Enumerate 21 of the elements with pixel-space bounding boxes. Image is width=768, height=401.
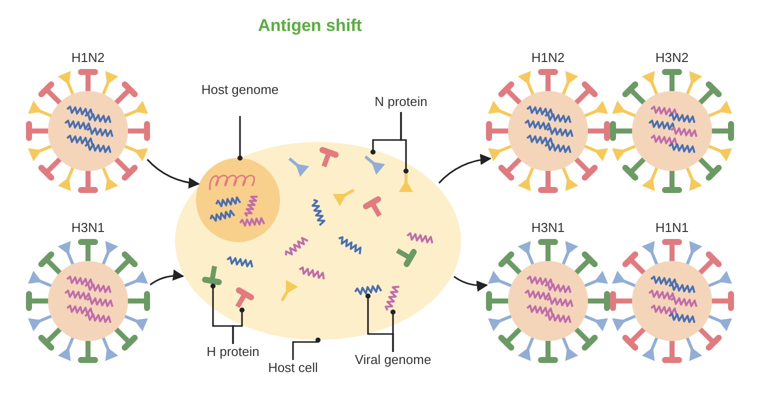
callout-label: Host cell	[267, 360, 319, 376]
callout-label: Host genome	[200, 82, 280, 98]
leader-line	[232, 307, 245, 344]
strain-label: H3N2	[654, 50, 690, 66]
strain-label: H1N2	[530, 50, 566, 66]
leader-line	[237, 116, 243, 161]
leader-line	[400, 112, 409, 174]
callout-label: Viral genome	[354, 352, 432, 368]
strain-label: H3N1	[70, 220, 106, 236]
leader-line	[292, 337, 321, 360]
callout-label: N protein	[374, 94, 428, 110]
title: Antigen shift	[257, 16, 363, 36]
arrow	[454, 276, 488, 292]
arrow	[150, 270, 184, 286]
strain-label: H3N1	[530, 220, 566, 236]
strain-label: H1N1	[654, 220, 690, 236]
arrow	[438, 154, 492, 184]
leader-line	[390, 309, 396, 352]
arrow	[146, 158, 200, 188]
callout-label: H protein	[206, 344, 260, 360]
strain-label: H1N2	[70, 50, 106, 66]
